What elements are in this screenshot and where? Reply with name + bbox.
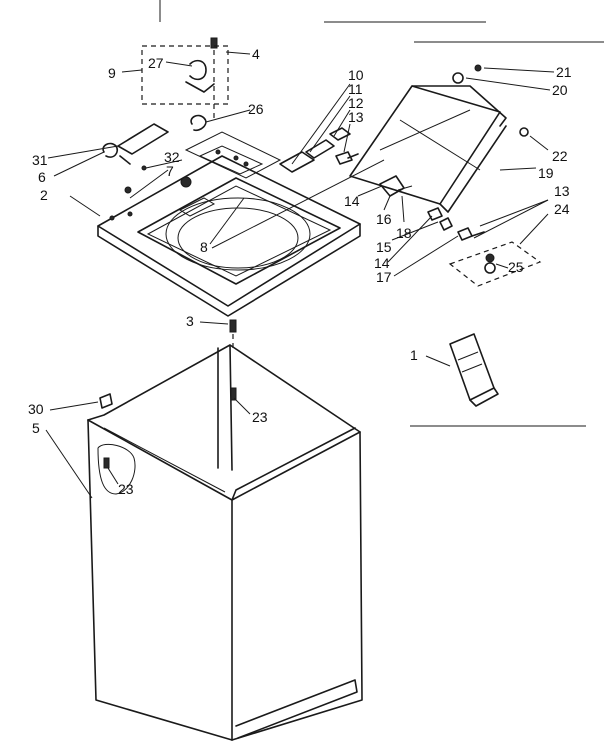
- washer-top-drawing: [97, 131, 361, 317]
- callout-31: 31: [32, 152, 48, 168]
- cabinet-drawing: [87, 344, 363, 741]
- callout-15: 15: [376, 239, 392, 255]
- callout-11: 11: [348, 81, 363, 97]
- callout-2: 2: [40, 187, 48, 203]
- callout-20: 20: [552, 82, 568, 98]
- callout-26: 26: [248, 101, 264, 117]
- callout-23-front: 23: [118, 481, 134, 497]
- callout-6: 6: [38, 169, 46, 185]
- callout-13-right: 13: [554, 183, 570, 199]
- callout-7: 7: [166, 163, 174, 179]
- callout-3: 3: [186, 313, 194, 329]
- callout-14-lower: 14: [374, 255, 390, 271]
- callout-23-rear: 23: [252, 409, 268, 425]
- callout-12: 12: [348, 95, 364, 111]
- callout-14-upper: 14: [344, 193, 360, 209]
- callout-18: 18: [396, 225, 412, 241]
- callout-1: 1: [410, 347, 418, 363]
- callout-32: 32: [164, 149, 180, 165]
- callout-27: 27: [148, 55, 164, 71]
- callout-16: 16: [376, 211, 392, 227]
- callout-21: 21: [556, 64, 572, 80]
- callout-5: 5: [32, 420, 40, 436]
- leader-lines: [45, 51, 555, 499]
- small-parts-drawing: [99, 37, 542, 469]
- callout-17: 17: [376, 269, 392, 285]
- callout-10: 10: [348, 67, 364, 83]
- callout-9: 9: [108, 65, 116, 81]
- separator-lines: [159, 0, 604, 427]
- callout-4: 4: [252, 46, 260, 62]
- callout-22: 22: [552, 148, 568, 164]
- callout-8: 8: [200, 239, 208, 255]
- callout-24: 24: [554, 201, 570, 217]
- callout-13-top: 13: [348, 109, 364, 125]
- callout-30: 30: [28, 401, 44, 417]
- lid-drawing: [349, 85, 507, 213]
- callout-labels: 1 2 3 4 5 6 7 8 9 10 11 12 13 13 14 14 1…: [28, 46, 572, 497]
- callout-19: 19: [538, 165, 554, 181]
- callout-25: 25: [508, 259, 524, 275]
